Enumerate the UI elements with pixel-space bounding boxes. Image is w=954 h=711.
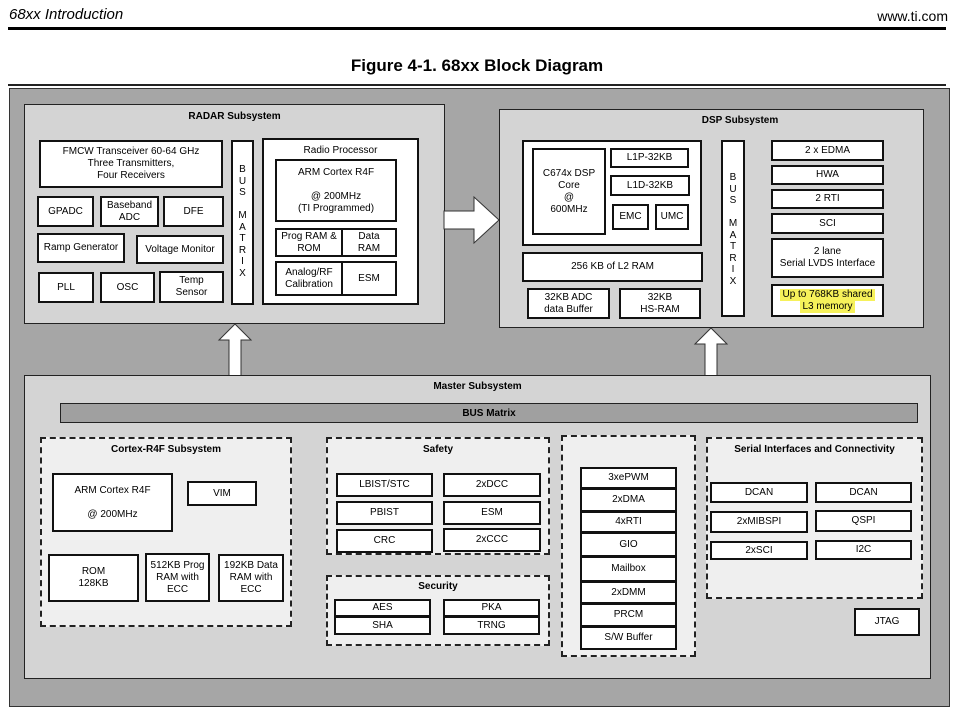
cortex-r4f-title: Cortex-R4F Subsystem <box>110 444 222 455</box>
radio-data-ram: Data RAM <box>341 228 397 257</box>
misc-item: S/W Buffer <box>580 626 677 650</box>
dsp-core: C674x DSP Core @ 600MHz <box>532 148 606 235</box>
radio-cpu: ARM Cortex R4F @ 200MHz (TI Programmed) <box>275 159 397 222</box>
l3-memory-line1: Up to 768KB shared <box>780 288 875 301</box>
pll: PLL <box>38 272 94 303</box>
misc-item: 3xePWM <box>580 467 677 489</box>
adc-data-buffer: 32KB ADC data Buffer <box>527 288 610 319</box>
l1d-cache: L1D-32KB <box>610 175 690 196</box>
header-rule <box>8 27 946 30</box>
radar-to-dsp-arrow <box>443 195 500 245</box>
misc-item: PRCM <box>580 603 677 627</box>
vim: VIM <box>187 481 257 506</box>
radio-esm: ESM <box>341 261 397 296</box>
jtag: JTAG <box>854 608 920 636</box>
serial-item: 2xMIBSPI <box>710 511 808 533</box>
security-item: AES <box>334 599 431 617</box>
dsp-peripheral: SCI <box>771 213 884 234</box>
temp-sensor: Temp Sensor <box>159 271 224 303</box>
l1p-cache: L1P-32KB <box>610 148 689 168</box>
voltage-monitor: Voltage Monitor <box>136 235 224 264</box>
dsp-peripheral: 2 RTI <box>771 189 884 209</box>
dsp-bus-matrix: B U S M A T R I X <box>721 140 745 317</box>
safety-item: ESM <box>443 501 541 525</box>
page-header-section: 68xx Introduction <box>9 6 124 23</box>
dsp-peripheral: HWA <box>771 165 884 185</box>
ramp-generator: Ramp Generator <box>37 233 125 263</box>
serial-item: DCAN <box>815 482 912 503</box>
serial-interfaces-title: Serial Interfaces and Connectivity <box>734 444 895 455</box>
l3-memory-line2: L3 memory <box>800 300 855 313</box>
misc-item: GIO <box>580 532 677 557</box>
master-bus-matrix: BUS Matrix <box>60 403 918 423</box>
fmcw-transceiver: FMCW Transceiver 60-64 GHz Three Transmi… <box>39 140 223 188</box>
radio-calibration: Analog/RF Calibration <box>275 261 343 296</box>
emc: EMC <box>612 204 649 230</box>
osc: OSC <box>100 272 155 303</box>
safety-item: LBIST/STC <box>336 473 433 497</box>
radio-prog-ram: Prog RAM & ROM <box>275 228 343 257</box>
page-header-url: www.ti.com <box>877 8 948 24</box>
misc-item: Mailbox <box>580 556 677 582</box>
figure-title: Figure 4-1. 68xx Block Diagram <box>350 56 604 75</box>
rom: ROM 128KB <box>48 554 139 602</box>
figure-rule <box>8 84 946 86</box>
l2-ram: 256 KB of L2 RAM <box>522 252 703 282</box>
hs-ram: 32KB HS-RAM <box>619 288 701 319</box>
safety-item: 2xDCC <box>443 473 541 497</box>
master-subsystem-title: Master Subsystem <box>433 381 522 392</box>
safety-title: Safety <box>422 444 453 455</box>
serial-item: 2xSCI <box>710 541 808 560</box>
safety-item: CRC <box>336 529 433 553</box>
dfe: DFE <box>163 196 224 227</box>
radar-subsystem-title: RADAR Subsystem <box>188 111 281 122</box>
misc-item: 2xDMM <box>580 581 677 604</box>
serial-item: DCAN <box>710 482 808 503</box>
radio-processor-title: Radio Processor <box>303 145 378 156</box>
security-title: Security <box>418 581 458 592</box>
dsp-peripheral: 2 x EDMA <box>771 140 884 161</box>
prog-ram: 512KB Prog RAM with ECC <box>145 553 210 602</box>
master-cpu: ARM Cortex R4F @ 200MHz <box>52 473 173 532</box>
security-item: PKA <box>443 599 540 617</box>
misc-item: 2xDMA <box>580 488 677 512</box>
safety-item: PBIST <box>336 501 433 525</box>
misc-item: 4xRTI <box>580 511 677 533</box>
safety-item: 2xCCC <box>443 528 541 552</box>
data-ram: 192KB Data RAM with ECC <box>218 554 284 602</box>
radar-bus-matrix: B U S M A T R I X <box>231 140 254 305</box>
dsp-subsystem-title: DSP Subsystem <box>701 115 779 126</box>
security-item: TRNG <box>443 616 540 635</box>
umc: UMC <box>655 204 689 230</box>
lvds-interface: 2 lane Serial LVDS Interface <box>771 238 884 278</box>
security-item: SHA <box>334 616 431 635</box>
serial-item: I2C <box>815 540 912 560</box>
gpadc: GPADC <box>37 196 94 227</box>
l3-memory: Up to 768KB shared L3 memory <box>771 284 884 317</box>
serial-item: QSPI <box>815 510 912 532</box>
baseband-adc: Baseband ADC <box>100 196 159 227</box>
